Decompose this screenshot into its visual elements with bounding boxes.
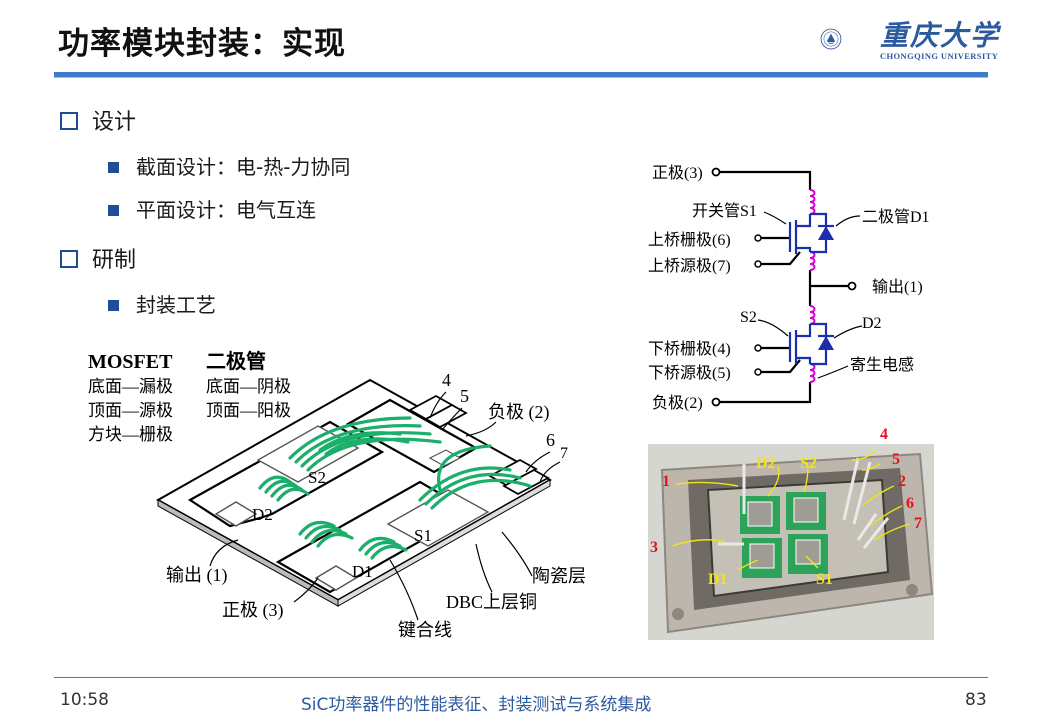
checkbox-bullet-icon: [60, 112, 78, 130]
photo-label-6: 6: [906, 495, 914, 512]
die-s2: [256, 425, 360, 483]
legend-diode-line: 顶面—阳极: [206, 401, 291, 420]
schematic-label-negative: 负极(2): [652, 394, 703, 412]
legend-diode-heading: 二极管: [206, 349, 266, 373]
label-output: 输出 (1): [166, 565, 228, 586]
label-positive: 正极 (3): [222, 600, 284, 621]
schematic-label-d1: 二极管D1: [862, 208, 930, 226]
diode-d1-icon: [818, 226, 834, 240]
schematic-label-s1: 开关管S1: [692, 202, 757, 220]
schematic-label-positive: 正极(3): [652, 164, 703, 182]
photo-label-s2: S2: [800, 455, 817, 472]
diode-d2-icon: [818, 336, 834, 350]
label-d1: D1: [352, 562, 373, 581]
legend-mosfet-line: 方块—栅极: [88, 425, 173, 444]
schematic-label-low-source: 下桥源极(5): [648, 364, 731, 382]
photo-label-d1: D1: [708, 571, 728, 588]
half-bridge-schematic: 正极(3) 开关管S1 二极管D1 上桥栅极(6) 上桥源极(7) 输出(1) …: [648, 164, 930, 412]
square-bullet-icon: [108, 300, 119, 311]
die-d2: [214, 501, 258, 527]
schematic-label-s2: S2: [740, 309, 757, 326]
label-5: 5: [460, 386, 469, 406]
photo-label-7: 7: [914, 515, 922, 532]
schematic-label-output: 输出(1): [872, 278, 923, 296]
module-layout-diagram: MOSFET 二极管 底面—漏极 顶面—源极 方块—栅极 底面—阴极 顶面—阳极…: [88, 349, 586, 640]
legend-diode-line: 底面—阴极: [206, 377, 291, 396]
label-s2: S2: [308, 468, 326, 487]
university-name-en: CHONGQING UNIVERSITY: [880, 51, 999, 61]
square-bullet-icon: [108, 205, 119, 216]
legend-mosfet-heading: MOSFET: [88, 351, 173, 373]
photo-label-5: 5: [892, 451, 900, 468]
title-underline: [54, 72, 988, 77]
sub-bullet-cross-section: 截面设计：电-热-力协同: [108, 151, 350, 180]
label-ceramic: 陶瓷层: [532, 566, 586, 586]
title-underline-thin: [54, 77, 988, 78]
parasitic-inductor-icon: [809, 189, 816, 383]
page-title: 功率模块封装：实现: [58, 26, 346, 62]
label-bond-wire: 键合线: [398, 620, 452, 640]
schematic-label-parasitic: 寄生电感: [850, 356, 914, 374]
label-dbc-copper: DBC上层铜: [446, 592, 537, 612]
sub-bullet-planar: 平面设计：电气互连: [108, 194, 316, 223]
bullet-design: 设计: [60, 104, 136, 136]
photo-label-d2: D2: [756, 455, 776, 472]
label-d2: D2: [252, 505, 273, 524]
footer-time: 10:58: [60, 690, 109, 710]
photo-label-1: 1: [662, 473, 670, 490]
square-bullet-icon: [108, 162, 119, 173]
legend-mosfet-line: 底面—漏极: [88, 377, 173, 396]
photo-label-4-fix: 4: [880, 426, 888, 443]
checkbox-bullet-icon: [60, 250, 78, 268]
label-7: 7: [560, 445, 568, 462]
footer-rule: [54, 677, 988, 678]
schematic-label-high-source: 上桥源极(7): [648, 257, 731, 275]
mosfet-s1-icon: [788, 212, 828, 254]
copper-gate-pad: [424, 403, 468, 429]
photo-leader-lines: [671, 449, 911, 571]
schematic-label-high-gate: 上桥栅极(6): [648, 231, 731, 249]
sub-bullet-process: 封装工艺: [108, 289, 216, 318]
label-s1: S1: [414, 526, 432, 545]
footer-page-number: 83: [965, 690, 987, 710]
bullet-fabrication: 研制: [60, 242, 136, 274]
schematic-label-d2: D2: [862, 315, 882, 332]
university-name: 重庆大学: [880, 19, 1001, 52]
module-photo: 1 3 4 5 2 6 7 D2 S2 D1 S1: [648, 444, 934, 640]
footer-subject: SiC功率器件的性能表征、封装测试与系统集成: [301, 695, 652, 715]
die-d1: [314, 565, 358, 591]
copper-gate-pad: [502, 468, 550, 496]
mosfet-s2-icon: [788, 322, 828, 366]
label-6: 6: [546, 430, 555, 450]
leader-lines: [209, 391, 561, 621]
photo-label-s1: S1: [816, 571, 833, 588]
photo-label-2: 2: [898, 473, 906, 490]
schematic-label-low-gate: 下桥栅极(4): [648, 340, 731, 358]
label-negative: 负极 (2): [488, 402, 550, 423]
bond-wires: [258, 416, 532, 560]
legend-mosfet-line: 顶面—源极: [88, 401, 173, 420]
university-logo: [820, 28, 842, 50]
photo-label-3: 3: [650, 539, 658, 556]
label-4: 4: [442, 370, 451, 390]
